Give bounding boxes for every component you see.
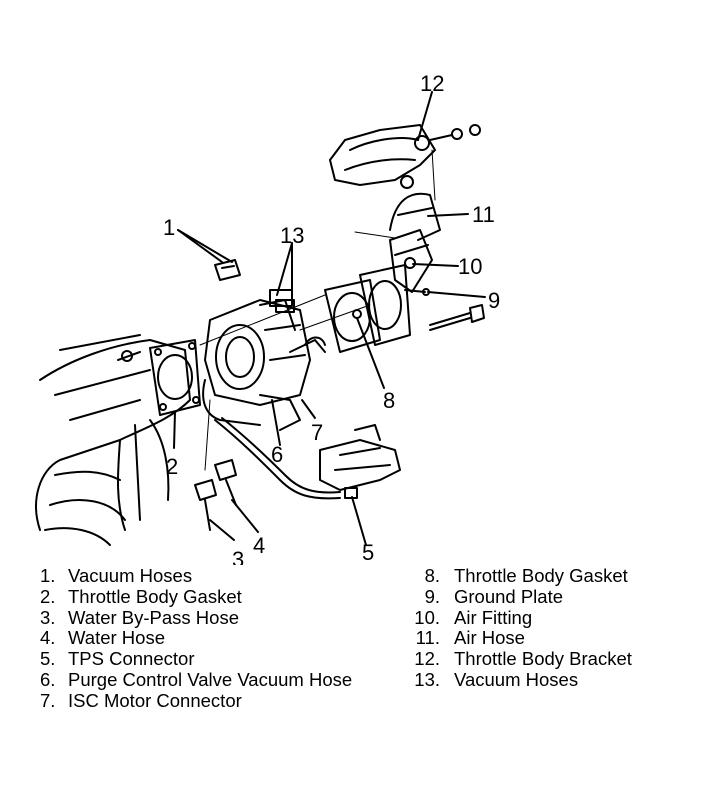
callout-13: 13 bbox=[280, 223, 304, 248]
legend-item: 12.Throttle Body Bracket bbox=[414, 648, 632, 670]
exploded-throttle-body-diagram: 1 2 3 4 5 6 7 8 9 10 11 12 13 bbox=[35, 71, 500, 565]
callout-8: 8 bbox=[383, 388, 395, 413]
leader-lines bbox=[173, 91, 486, 546]
legend-item: 7.ISC Motor Connector bbox=[40, 689, 242, 711]
legend-item: 3.Water By-Pass Hose bbox=[40, 606, 239, 628]
callout-11: 11 bbox=[472, 202, 495, 227]
callout-3: 3 bbox=[232, 547, 244, 565]
legend-left-column: 1.Vacuum Hoses 2.Throttle Body Gasket 3.… bbox=[40, 565, 353, 712]
callout-1: 1 bbox=[163, 215, 175, 240]
throttle-body-gasket-2 bbox=[149, 339, 201, 416]
legend-item: 5.TPS Connector bbox=[40, 648, 195, 670]
legend-item: 11.Air Hose bbox=[415, 627, 525, 649]
tps-bracket bbox=[319, 424, 401, 499]
callout-10: 10 bbox=[458, 254, 482, 279]
mounting-bolt bbox=[429, 304, 485, 331]
throttle-body bbox=[202, 289, 326, 431]
vacuum-hoses-1 bbox=[214, 259, 241, 281]
callout-5: 5 bbox=[362, 540, 374, 565]
callout-6: 6 bbox=[271, 442, 283, 467]
callout-4: 4 bbox=[253, 533, 265, 558]
legend-item: 2.Throttle Body Gasket bbox=[40, 585, 242, 607]
callout-9: 9 bbox=[488, 288, 500, 313]
callout-12: 12 bbox=[420, 71, 444, 96]
legend-item: 1.Vacuum Hoses bbox=[40, 565, 193, 586]
water-hose bbox=[214, 459, 237, 506]
air-hose bbox=[389, 192, 441, 241]
intake-manifold bbox=[35, 334, 191, 546]
air-fitting bbox=[389, 229, 433, 293]
legend-item: 6.Purge Control Valve Vacuum Hose bbox=[40, 668, 353, 690]
legend-item: 13.Vacuum Hoses bbox=[414, 668, 579, 690]
legend-item: 4.Water Hose bbox=[40, 627, 165, 649]
assembly-centerlines bbox=[199, 149, 436, 471]
throttle-body-bracket bbox=[329, 124, 481, 189]
legend-item: 9.Ground Plate bbox=[424, 585, 564, 607]
water-bypass-hose bbox=[194, 479, 217, 531]
legend-item: 10.Air Fitting bbox=[414, 606, 533, 628]
callout-7: 7 bbox=[311, 420, 323, 445]
legend-right-column: 8.Throttle Body Gasket 9.Ground Plate 10… bbox=[410, 565, 632, 691]
legend-item: 8.Throttle Body Gasket bbox=[424, 565, 628, 586]
callout-2: 2 bbox=[166, 454, 178, 479]
wiring-harness bbox=[214, 417, 341, 500]
